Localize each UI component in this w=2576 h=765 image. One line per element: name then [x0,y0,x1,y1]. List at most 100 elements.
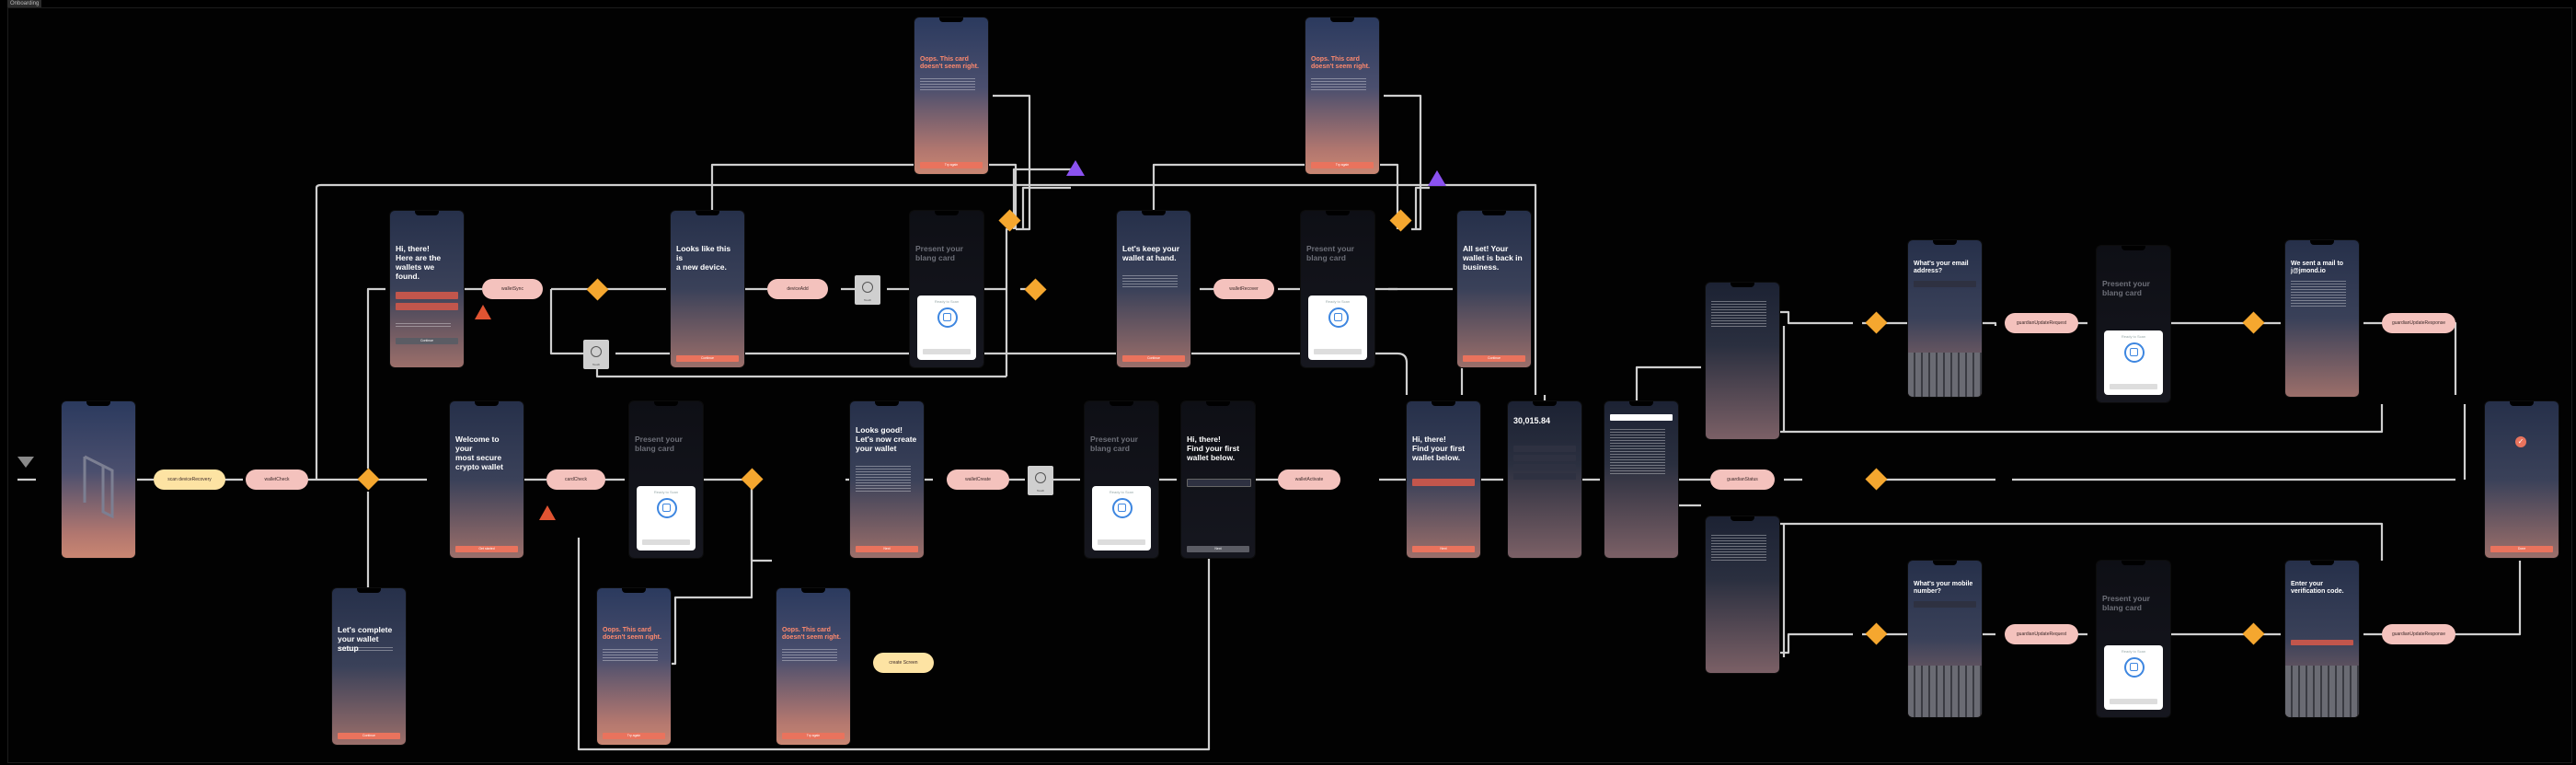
asset-row[interactable] [1513,455,1576,461]
new-device-screen: Looks like this is a new device. Continu… [671,211,744,367]
screen-title: Present your blang card [1090,435,1138,453]
next-button[interactable]: Next [1412,546,1475,552]
card-error-screen: Oops. This card doesn't seem right. Try … [1305,17,1379,174]
guardians-screen [1706,516,1779,673]
body-text [856,466,911,493]
wallet-home-screen: 30,015.84 [1508,401,1581,558]
try-again-button[interactable]: Try again [782,733,845,739]
screen-title: Hi, there! Find your first wallet below. [1187,435,1240,462]
screen-title: Looks good! Let's now create your wallet [856,425,917,453]
email-screen: What's your email address? [1908,240,1982,397]
notch [2510,401,2534,406]
notch [622,588,646,593]
screen-title: Looks like this is a new device. [676,244,731,272]
notch [875,401,899,406]
scan-sheet-title: Ready to Scan [653,490,679,494]
body-text [603,649,658,662]
notch [86,401,110,406]
notch [654,401,678,406]
welcome-screen: Welcome to your most secure crypto walle… [450,401,523,558]
cancel-button[interactable] [642,539,690,545]
start-marker [17,457,34,468]
cancel-button[interactable] [1314,349,1362,354]
guardian-status-node: guardianStatus [1710,469,1775,490]
all-set-screen: All set! Your wallet is back in business… [1457,211,1531,367]
frame-label: Onboarding [7,0,42,7]
scan-sheet: Ready to Scan [2104,330,2163,395]
present-card-screen: Present your blang card Ready to Scan [1085,401,1158,558]
wallet-row[interactable] [396,303,458,310]
wallet-row[interactable] [1187,479,1251,487]
error-spark-icon [475,305,491,319]
notch [1142,211,1166,215]
nfc-icon [2124,342,2145,363]
next-button[interactable]: Next [1187,546,1249,552]
wallet-activate-node: walletActivate [1278,469,1340,490]
gate-label: Touch [863,298,871,302]
notch [2310,240,2334,245]
phone-field[interactable] [1914,601,1976,608]
continue-button[interactable]: Continue [338,733,400,739]
body-text [782,649,837,662]
scan-sheet: Ready to Scan [2104,645,2163,710]
screen-title: What's your mobile number? [1914,581,1973,595]
guardian-list [1711,301,1766,329]
asset-row[interactable] [1513,473,1576,480]
balance-value: 30,015.84 [1513,416,1551,425]
guardian-update-request-node: guardianUpdateRequest [2005,624,2078,644]
cancel-button[interactable] [2110,699,2157,704]
screen-title: Hi, there! Here are the wallets we found… [396,244,442,281]
notch [696,211,719,215]
settings-row[interactable] [1610,414,1673,421]
flow-canvas: scan deviceRecovery walletCheck Hi, ther… [7,7,2572,763]
present-card-screen: Present your blang card Ready to Scan [910,211,983,367]
card-error-screen: Oops. This card doesn't seem right. Try … [776,588,850,745]
mail-sent-screen: We sent a mail to j@jmond.io [2285,240,2359,397]
continue-button[interactable]: Continue [396,338,458,344]
wallet-row[interactable] [1412,479,1475,486]
keyboard[interactable] [1908,353,1982,397]
scan-sheet-title: Ready to Scan [1325,299,1351,304]
guardian-list [1711,535,1766,562]
scan-sheet-title: Ready to Scan [2121,334,2146,339]
asset-row[interactable] [1513,446,1576,452]
code-field[interactable] [2291,640,2353,645]
present-card-screen: Present your blang card Ready to Scan [2097,561,2170,717]
email-field[interactable] [1914,281,1976,287]
scan-sheet-title: Ready to Scan [934,299,960,304]
screen-title: Welcome to your most secure crypto walle… [455,435,503,471]
try-again-button[interactable]: Try again [920,162,983,168]
menu-list [1610,429,1665,475]
create-wallet-screen: Looks good! Let's now create your wallet… [850,401,924,558]
screen-title: Oops. This card doesn't seem right. [1311,56,1370,70]
cancel-button[interactable] [2110,384,2157,389]
notch [475,401,499,406]
keypad[interactable] [2285,666,2359,717]
wallet-row[interactable] [396,292,458,299]
splash-screen [62,401,135,558]
get-started-button[interactable]: Get started [455,546,518,552]
present-card-screen: Present your blang card Ready to Scan [2097,246,2170,402]
continue-button[interactable]: Continue [676,355,739,362]
continue-button[interactable]: Continue [1463,355,1525,362]
body-text [920,78,975,91]
keypad[interactable] [1908,666,1982,717]
next-button[interactable]: Next [856,546,918,552]
try-again-button[interactable]: Try again [1311,162,1374,168]
body-text [338,647,393,653]
cancel-button[interactable] [923,349,971,354]
warning-icon [1066,160,1085,176]
nfc-icon [2124,657,2145,678]
screen-title: Present your blang card [915,244,963,262]
asset-row[interactable] [1513,464,1576,470]
notch [2310,561,2334,565]
cancel-button[interactable] [1098,539,1145,545]
find-wallet-screen: Hi, there! Find your first wallet below.… [1181,401,1255,558]
keep-wallet-screen: Let's keep your wallet at hand. Continue [1117,211,1190,367]
notch [1933,561,1957,565]
nfc-icon [1328,307,1349,328]
try-again-button[interactable]: Try again [603,733,665,739]
done-button[interactable]: Done [2490,546,2553,552]
verification-screen: Enter your verification code. [2285,561,2359,717]
continue-button[interactable]: Continue [1122,355,1185,362]
